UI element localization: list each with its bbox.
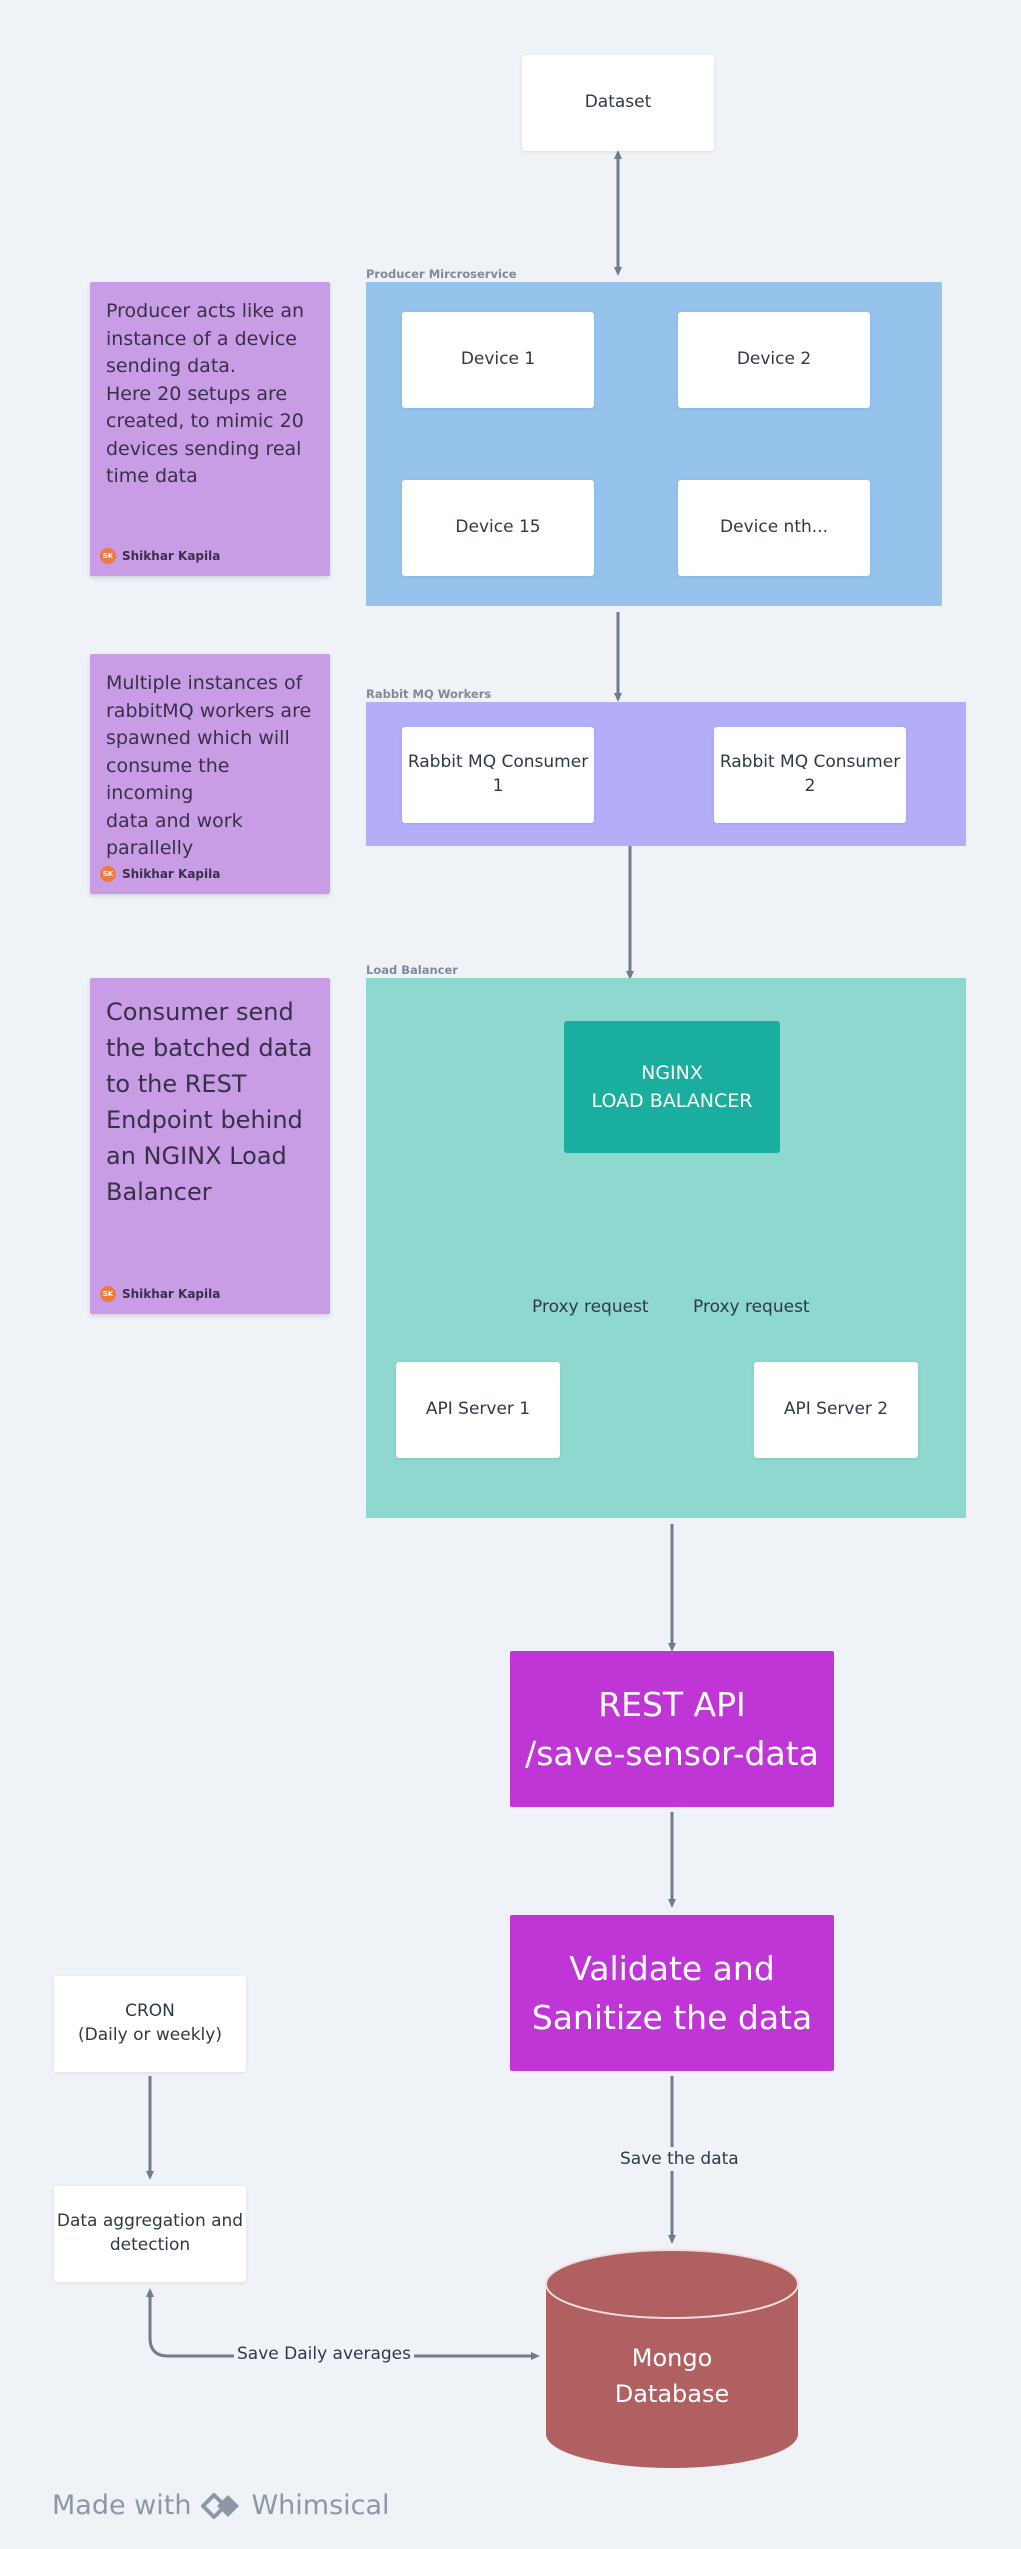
note-author: SK Shikhar Kapila — [100, 548, 220, 564]
whimsical-logo-icon — [201, 2492, 240, 2519]
rabbit-section-label: Rabbit MQ Workers — [366, 687, 492, 701]
rabbit-consumer-node[interactable]: Rabbit MQ Consumer 2 — [714, 727, 906, 823]
api-server-node[interactable]: API Server 1 — [396, 1362, 560, 1458]
made-with-text: Made with — [52, 2490, 192, 2521]
device-node[interactable]: Device 2 — [678, 312, 870, 408]
api-server-node[interactable]: API Server 2 — [754, 1362, 918, 1458]
save-data-label: Save the data — [618, 2147, 741, 2171]
sticky-note-rabbit[interactable]: Multiple instances of rabbitMQ workers a… — [90, 654, 330, 894]
sticky-note-producer[interactable]: Producer acts like an instance of a devi… — [90, 282, 330, 576]
proxy-request-label-left: Proxy request — [530, 1297, 651, 1317]
rabbit-consumer-node[interactable]: Rabbit MQ Consumer 1 — [402, 727, 594, 823]
note-text: Consumer send the batched data to the RE… — [106, 998, 313, 1206]
avatar: SK — [100, 1286, 116, 1302]
note-text: Producer acts like an instance of a devi… — [106, 300, 305, 488]
database-cylinder[interactable] — [544, 2248, 800, 2470]
sticky-note-loadbalancer[interactable]: Consumer send the batched data to the RE… — [90, 978, 330, 1314]
save-daily-label: Save Daily averages — [234, 2344, 415, 2364]
nginx-node[interactable]: NGINX LOAD BALANCER — [564, 1021, 780, 1153]
aggregation-node[interactable]: Data aggregation and detection — [54, 2186, 246, 2282]
footer[interactable]: Made with Whimsical — [52, 2490, 390, 2521]
producer-section-label: Producer Mircroservice — [366, 267, 517, 281]
device-node[interactable]: Device 15 — [402, 480, 594, 576]
dataset-node[interactable]: Dataset — [522, 55, 714, 151]
avatar: SK — [100, 548, 116, 564]
author-name: Shikhar Kapila — [122, 867, 221, 881]
lb-section-label: Load Balancer — [366, 963, 458, 977]
note-author: SK Shikhar Kapila — [100, 866, 220, 882]
rest-api-node[interactable]: REST API /save-sensor-data — [510, 1651, 834, 1807]
whimsical-brand-text: Whimsical — [251, 2490, 390, 2521]
author-name: Shikhar Kapila — [122, 1287, 221, 1301]
note-text: Multiple instances of rabbitMQ workers a… — [106, 672, 312, 860]
database-label: Mongo Database — [614, 2344, 730, 2408]
author-name: Shikhar Kapila — [122, 549, 221, 563]
note-author: SK Shikhar Kapila — [100, 1286, 220, 1302]
avatar: SK — [100, 866, 116, 882]
cron-node[interactable]: CRON (Daily or weekly) — [54, 1976, 246, 2072]
edge-db-aggregation — [146, 2288, 540, 2360]
device-node[interactable]: Device nth... — [678, 480, 870, 576]
validate-node[interactable]: Validate and Sanitize the data — [510, 1915, 834, 2071]
proxy-request-label-right: Proxy request — [691, 1297, 812, 1317]
device-node[interactable]: Device 1 — [402, 312, 594, 408]
